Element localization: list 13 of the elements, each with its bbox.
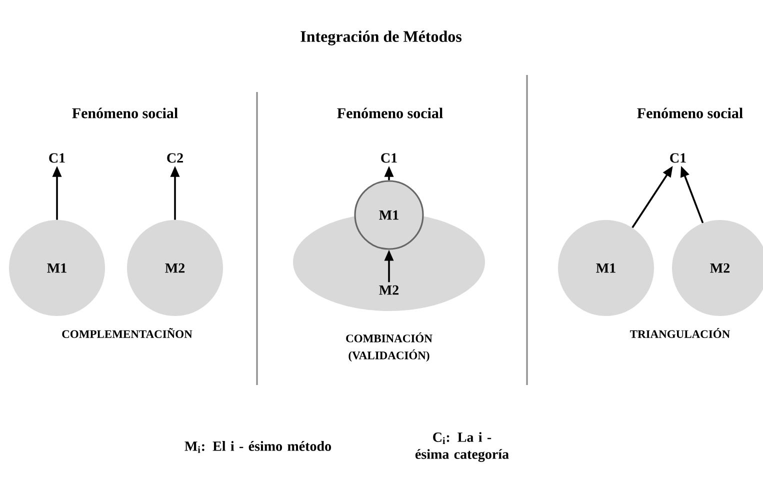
heading: Fenómeno social xyxy=(637,108,743,118)
category-label: C1 xyxy=(381,153,397,163)
method-name: COMBINACIÓN (VALIDACIÓN) xyxy=(346,332,432,362)
category-label: C2 xyxy=(167,153,183,163)
legend-note: M$_{i}$: El i - ésimo método xyxy=(184,441,331,453)
method-name: TRIANGULACIÓN xyxy=(630,328,730,338)
heading: Fenómeno social xyxy=(337,108,443,118)
heading: Fenómeno social xyxy=(72,108,178,118)
legend-note: C$_{i}$: La i - ésima categoría xyxy=(415,432,509,462)
method-name: COMPLEMENTACIÑON xyxy=(62,328,192,338)
category-label: C1 xyxy=(49,153,65,163)
title: Integración de Métodos xyxy=(300,30,462,46)
category-label: C1 xyxy=(670,153,686,163)
